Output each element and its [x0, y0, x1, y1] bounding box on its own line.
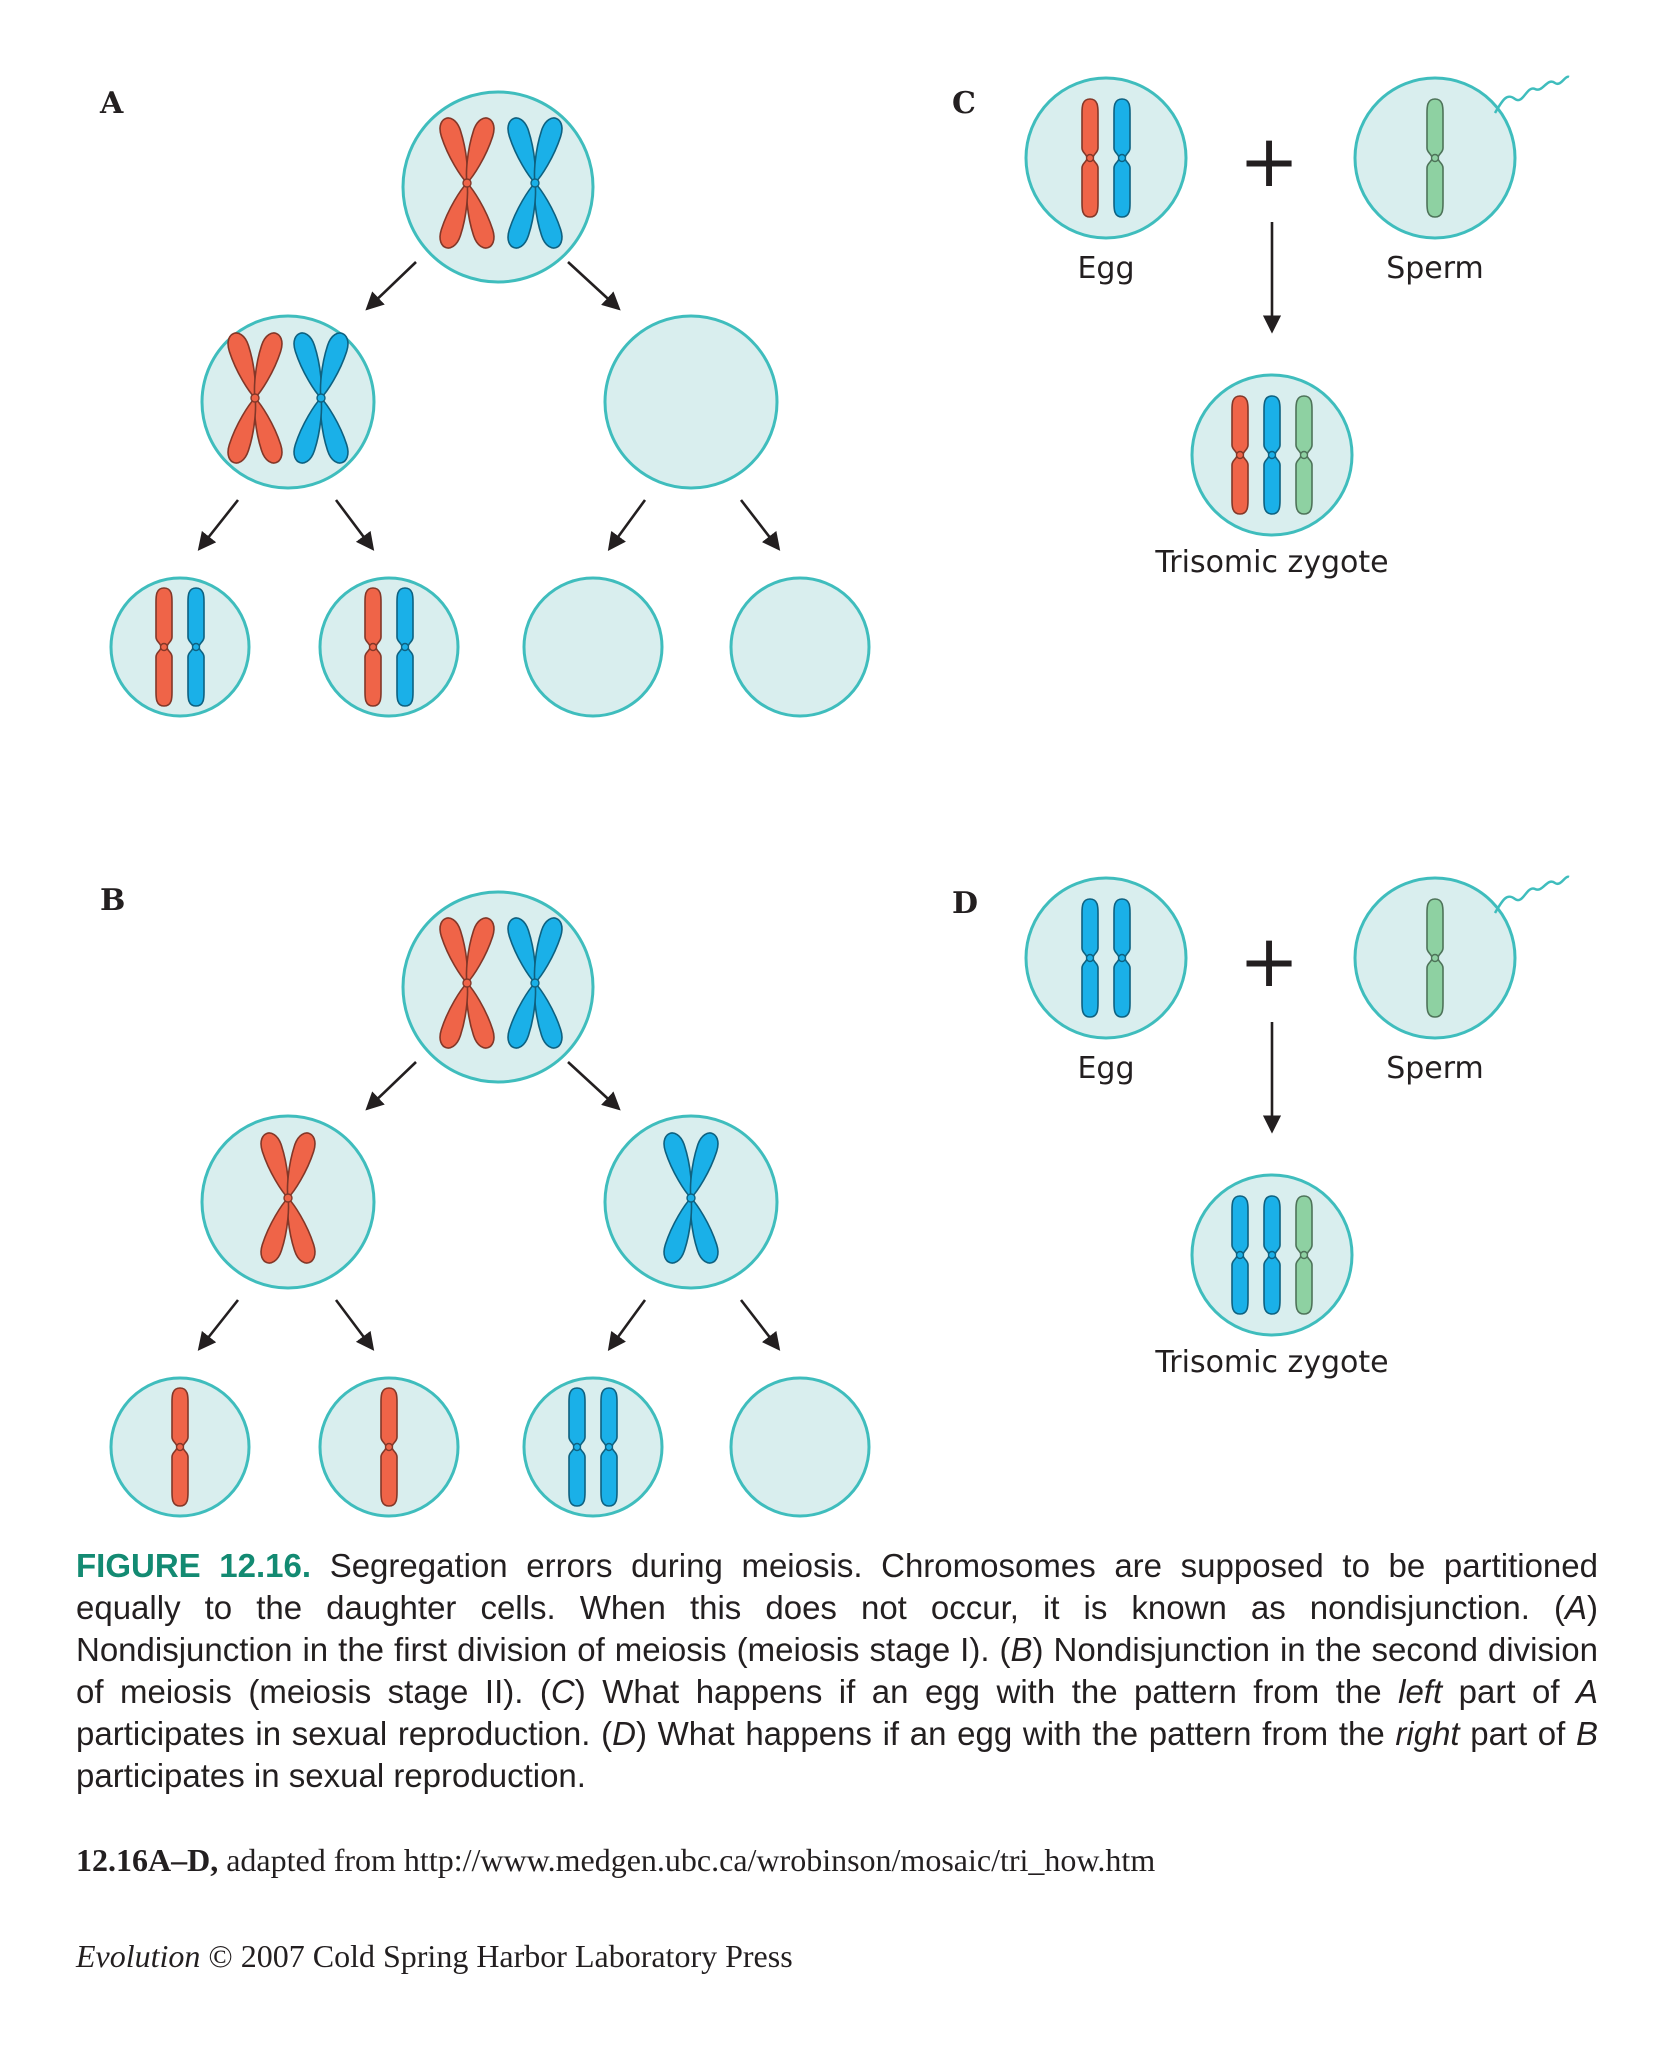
book-title: Evolution	[76, 1938, 201, 1974]
chromosome	[293, 332, 349, 464]
gamete-cell	[522, 576, 664, 718]
sperm-label: Sperm	[1386, 1051, 1484, 1086]
chromosome	[439, 917, 495, 1049]
gamete-cell	[318, 576, 460, 718]
credit-id: 12.16A–D,	[76, 1842, 219, 1878]
chromosome	[364, 587, 382, 707]
egg-label: Egg	[1077, 1051, 1134, 1086]
chromosome	[1231, 395, 1249, 515]
arrow	[365, 261, 417, 311]
arrow	[197, 499, 240, 551]
meiosis-nondisjunction-diagram: A B C D + Egg Sperm Trisomic zygote + Eg…	[99, 75, 1570, 1518]
caption-ref: A	[1564, 1589, 1587, 1626]
chromosome	[227, 332, 283, 464]
arrow	[197, 1299, 240, 1351]
copyright-text: © 2007 Cold Spring Harbor Laboratory Pre…	[200, 1938, 793, 1974]
copyright-line: Evolution © 2007 Cold Spring Harbor Labo…	[76, 1938, 1598, 1975]
panel-b-letter: B	[100, 883, 125, 918]
caption-emphasis: right	[1395, 1715, 1460, 1752]
panel-c-fertilization: + Egg Sperm Trisomic zygote	[1024, 75, 1570, 580]
figure-number: FIGURE 12.16.	[76, 1547, 312, 1584]
chromosome	[1263, 395, 1281, 515]
credit-text: adapted from http://www.medgen.ubc.ca/wr…	[218, 1842, 1156, 1878]
chromosome	[568, 1387, 586, 1507]
caption-text: participates in sexual reproduction.	[76, 1757, 586, 1794]
panel-b-meiosis-II-nondisjunction	[109, 890, 871, 1518]
panel-d-letter: D	[952, 886, 978, 921]
arrow	[607, 1299, 647, 1351]
daughter-cell	[603, 314, 779, 490]
chromosome	[600, 1387, 618, 1507]
chromosome	[187, 587, 205, 707]
arrow	[334, 499, 375, 551]
chromosome	[1426, 898, 1444, 1018]
chromosome	[1263, 1195, 1281, 1315]
sperm-label: Sperm	[1386, 251, 1484, 286]
caption-text: ) What happens if an egg with the patter…	[574, 1673, 1399, 1710]
panel-d-fertilization: + Egg Sperm Trisomic zygote	[1024, 875, 1570, 1380]
caption-text: ) What happens if an egg with the patter…	[635, 1715, 1396, 1752]
arrow	[334, 1299, 375, 1351]
caption-text: Segregation errors during meiosis. Chrom…	[76, 1547, 1598, 1626]
chromosome	[155, 587, 173, 707]
sperm-tail	[1493, 75, 1570, 114]
zygote-label: Trisomic zygote	[1154, 1345, 1388, 1380]
chromosome	[380, 1387, 398, 1507]
chromosome	[439, 117, 495, 249]
plus-sign: +	[1239, 119, 1299, 203]
caption-text: part of	[1442, 1673, 1576, 1710]
arrow	[567, 261, 621, 311]
figure-caption: FIGURE 12.16. Segregation errors during …	[76, 1545, 1598, 1797]
image-credit: 12.16A–D, adapted from http://www.medgen…	[76, 1842, 1598, 1879]
caption-ref: A	[1576, 1673, 1599, 1710]
panel-a-meiosis-I-nondisjunction	[109, 90, 871, 718]
chromosome	[1113, 898, 1131, 1018]
caption-emphasis: left	[1398, 1673, 1443, 1710]
chromosome	[1295, 395, 1313, 515]
caption-text: ) Nondisjunction in the first division o…	[76, 1589, 1598, 1668]
chromosome	[396, 587, 414, 707]
arrow	[567, 1061, 621, 1111]
chromosome	[507, 917, 563, 1049]
plus-sign: +	[1239, 919, 1299, 1003]
zygote-label: Trisomic zygote	[1154, 545, 1388, 580]
caption-ref: B	[1575, 1715, 1598, 1752]
egg-label: Egg	[1077, 251, 1134, 286]
caption-ref: B	[1010, 1631, 1033, 1668]
chromosome	[1113, 98, 1131, 218]
arrow	[739, 499, 781, 551]
caption-ref: D	[612, 1715, 636, 1752]
chromosome	[1231, 1195, 1249, 1315]
chromosome	[1295, 1195, 1313, 1315]
chromosome	[1426, 98, 1444, 218]
parent-cell	[401, 890, 595, 1084]
caption-text: part of	[1459, 1715, 1576, 1752]
egg-cell	[1024, 76, 1188, 240]
chromosome	[1081, 98, 1099, 218]
caption-text: participates in sexual reproduction. (	[76, 1715, 613, 1752]
gamete-cell	[729, 1376, 871, 1518]
panel-c-letter: C	[952, 86, 976, 121]
sperm-tail	[1493, 875, 1570, 914]
chromosome	[507, 117, 563, 249]
caption-ref: C	[550, 1673, 575, 1710]
caption-text: ) Nondisjunction in the second division …	[76, 1631, 1598, 1710]
gamete-cell	[522, 1376, 664, 1518]
chromosome	[663, 1132, 719, 1264]
arrow	[739, 1299, 781, 1351]
chromosome	[171, 1387, 189, 1507]
panel-a-letter: A	[99, 86, 124, 121]
parent-cell	[401, 90, 595, 284]
arrow	[365, 1061, 417, 1111]
chromosome	[1081, 898, 1099, 1018]
gamete-cell	[729, 576, 871, 718]
gamete-cell	[109, 576, 251, 718]
chromosome	[260, 1132, 316, 1264]
egg-cell	[1024, 876, 1188, 1040]
arrow	[607, 499, 647, 551]
